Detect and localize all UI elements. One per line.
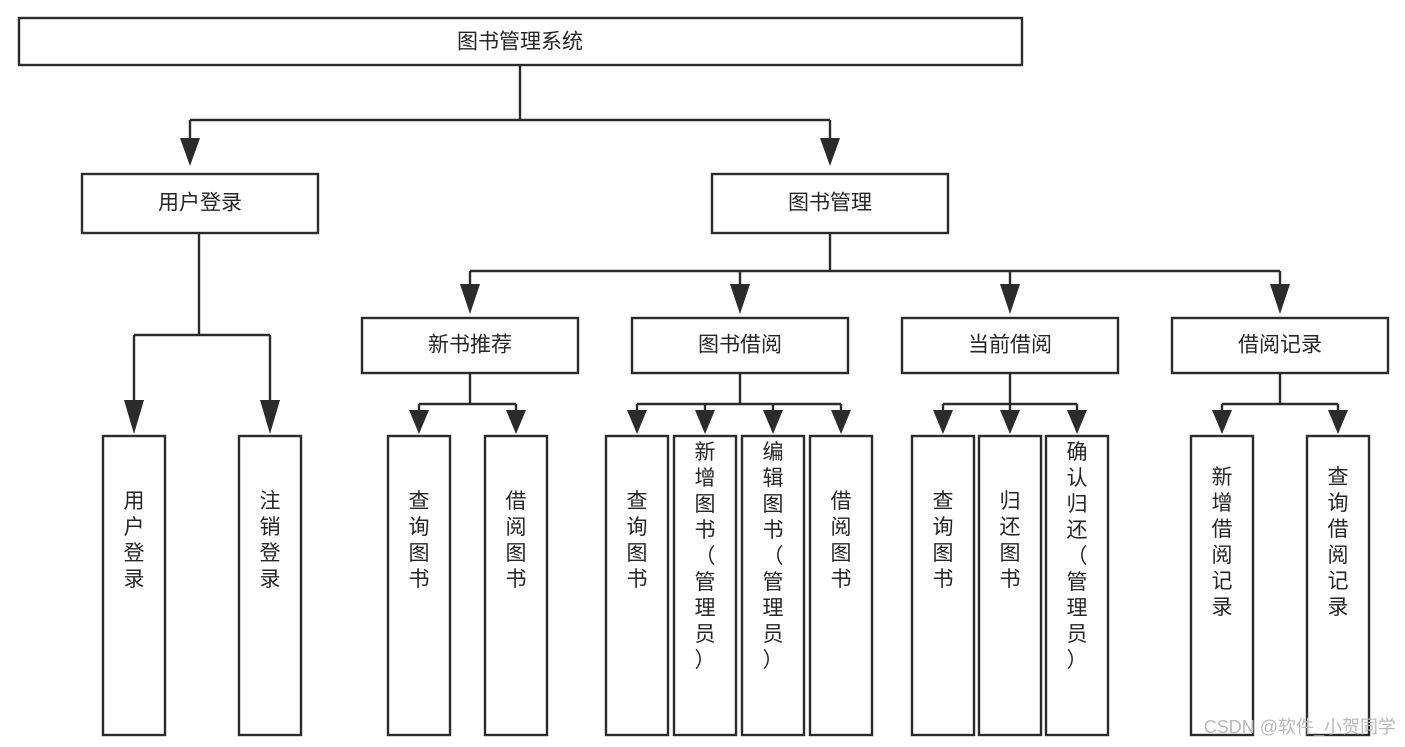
- node-leaf-query-book-1-label: 查询图书: [409, 490, 430, 591]
- node-root-label: 图书管理系统: [457, 31, 583, 54]
- node-leaf-edit-book[interactable]: 编辑图书（管理员）: [740, 434, 806, 737]
- connectors-book-manage-to-level3: [460, 233, 1290, 314]
- connectors-user-login-to-leaves: [124, 233, 280, 434]
- arrow-head-icon: [180, 138, 200, 166]
- node-leaf-query-book-2-label: 查询图书: [627, 490, 648, 591]
- node-leaf-add-book-box[interactable]: [672, 434, 738, 737]
- node-leaf-user-login-box[interactable]: [101, 434, 167, 737]
- connectors-new-book-rec-to-leaves: [409, 373, 526, 434]
- node-user-login-label: 用户登录: [158, 192, 242, 215]
- node-leaf-query-book-2-box[interactable]: [604, 434, 670, 737]
- arrow-head-icon: [1328, 410, 1348, 434]
- node-leaf-query-record[interactable]: 查询借阅记录: [1305, 434, 1371, 737]
- node-book-manage-box[interactable]: [710, 172, 950, 235]
- node-leaf-edit-book-label: 编辑图书（管理员）: [763, 441, 784, 672]
- node-leaf-logout-box[interactable]: [237, 434, 303, 737]
- node-leaf-add-record-label: 新增借阅记录: [1212, 466, 1233, 619]
- node-user-login-box[interactable]: [80, 172, 320, 235]
- node-leaf-borrow-book-1-box[interactable]: [483, 434, 549, 737]
- arrow-head-icon: [933, 410, 953, 434]
- node-borrow-record-label: 借阅记录: [1238, 334, 1322, 357]
- node-leaf-confirm-return-box[interactable]: [1044, 434, 1110, 737]
- node-new-book-rec[interactable]: 新书推荐: [360, 316, 580, 375]
- node-new-book-rec-label: 新书推荐: [428, 334, 512, 357]
- node-leaf-edit-book-box[interactable]: [740, 434, 806, 737]
- node-leaf-query-book-2[interactable]: 查询图书: [604, 434, 670, 737]
- node-book-manage-label: 图书管理: [788, 192, 872, 215]
- node-leaf-borrow-book-2-box[interactable]: [808, 434, 874, 737]
- node-leaf-query-record-box[interactable]: [1305, 434, 1371, 737]
- node-leaf-return-book[interactable]: 归还图书: [977, 434, 1043, 737]
- node-leaf-query-book-1-box[interactable]: [386, 434, 452, 737]
- node-leaf-return-book-box[interactable]: [977, 434, 1043, 737]
- arrow-head-icon: [695, 410, 715, 434]
- connectors-current-borrow-to-leaves: [933, 373, 1087, 434]
- node-leaf-borrow-book-2-label: 借阅图书: [831, 490, 852, 591]
- node-leaf-confirm-return[interactable]: 确认归还（管理员）: [1044, 434, 1110, 737]
- node-leaf-user-login-label: 用户登录: [124, 490, 145, 591]
- node-leaf-add-record[interactable]: 新增借阅记录: [1189, 434, 1255, 737]
- node-leaf-borrow-book-1[interactable]: 借阅图书: [483, 434, 549, 737]
- node-leaf-logout[interactable]: 注销登录: [237, 434, 303, 737]
- node-user-login[interactable]: 用户登录: [80, 172, 320, 235]
- node-book-manage[interactable]: 图书管理: [710, 172, 950, 235]
- arrow-head-icon: [1000, 410, 1020, 434]
- connectors-borrow-record-to-leaves: [1212, 373, 1348, 434]
- node-borrow-record-box[interactable]: [1170, 316, 1390, 375]
- arrow-head-icon: [763, 410, 783, 434]
- arrow-head-icon: [506, 410, 526, 434]
- arrow-head-icon: [1067, 410, 1087, 434]
- arrow-head-icon: [124, 400, 144, 434]
- connectors-root-to-level2: [180, 65, 840, 166]
- connectors-book-borrow-to-leaves: [627, 373, 851, 434]
- node-root-box[interactable]: [17, 16, 1024, 67]
- arrow-head-icon: [1212, 410, 1232, 434]
- node-leaf-query-book-3[interactable]: 查询图书: [910, 434, 976, 737]
- node-leaf-add-book-label: 新增图书（管理员）: [695, 441, 716, 672]
- arrow-head-icon: [1270, 284, 1290, 314]
- node-book-borrow-box[interactable]: [630, 316, 850, 375]
- arrow-head-icon: [627, 410, 647, 434]
- node-leaf-query-record-label: 查询借阅记录: [1328, 466, 1349, 619]
- node-leaf-add-book[interactable]: 新增图书（管理员）: [672, 434, 738, 737]
- node-leaf-query-book-3-box[interactable]: [910, 434, 976, 737]
- node-leaf-query-book-1[interactable]: 查询图书: [386, 434, 452, 737]
- arrow-head-icon: [460, 284, 480, 314]
- arrow-head-icon: [1000, 284, 1020, 314]
- watermark: CSDN @软件_小贺同学: [1204, 717, 1396, 738]
- node-book-borrow[interactable]: 图书借阅: [630, 316, 850, 375]
- node-root[interactable]: 图书管理系统: [17, 16, 1024, 67]
- node-leaf-confirm-return-label: 确认归还（管理员）: [1067, 441, 1088, 672]
- arrow-head-icon: [820, 138, 840, 166]
- node-current-borrow[interactable]: 当前借阅: [900, 316, 1120, 375]
- node-leaf-borrow-book-2[interactable]: 借阅图书: [808, 434, 874, 737]
- node-book-borrow-label: 图书借阅: [698, 334, 782, 357]
- arrow-head-icon: [409, 410, 429, 434]
- node-leaf-user-login[interactable]: 用户登录: [101, 434, 167, 737]
- node-new-book-rec-box[interactable]: [360, 316, 580, 375]
- node-leaf-return-book-label: 归还图书: [1000, 490, 1021, 591]
- arrow-head-icon: [730, 284, 750, 314]
- node-current-borrow-box[interactable]: [900, 316, 1120, 375]
- node-borrow-record[interactable]: 借阅记录: [1170, 316, 1390, 375]
- node-leaf-query-book-3-label: 查询图书: [933, 490, 954, 591]
- node-leaf-add-record-box[interactable]: [1189, 434, 1255, 737]
- arrow-head-icon: [260, 400, 280, 434]
- node-leaf-borrow-book-1-label: 借阅图书: [506, 490, 527, 591]
- node-leaf-logout-label: 注销登录: [260, 490, 281, 591]
- arrow-head-icon: [831, 410, 851, 434]
- node-current-borrow-label: 当前借阅: [968, 334, 1052, 357]
